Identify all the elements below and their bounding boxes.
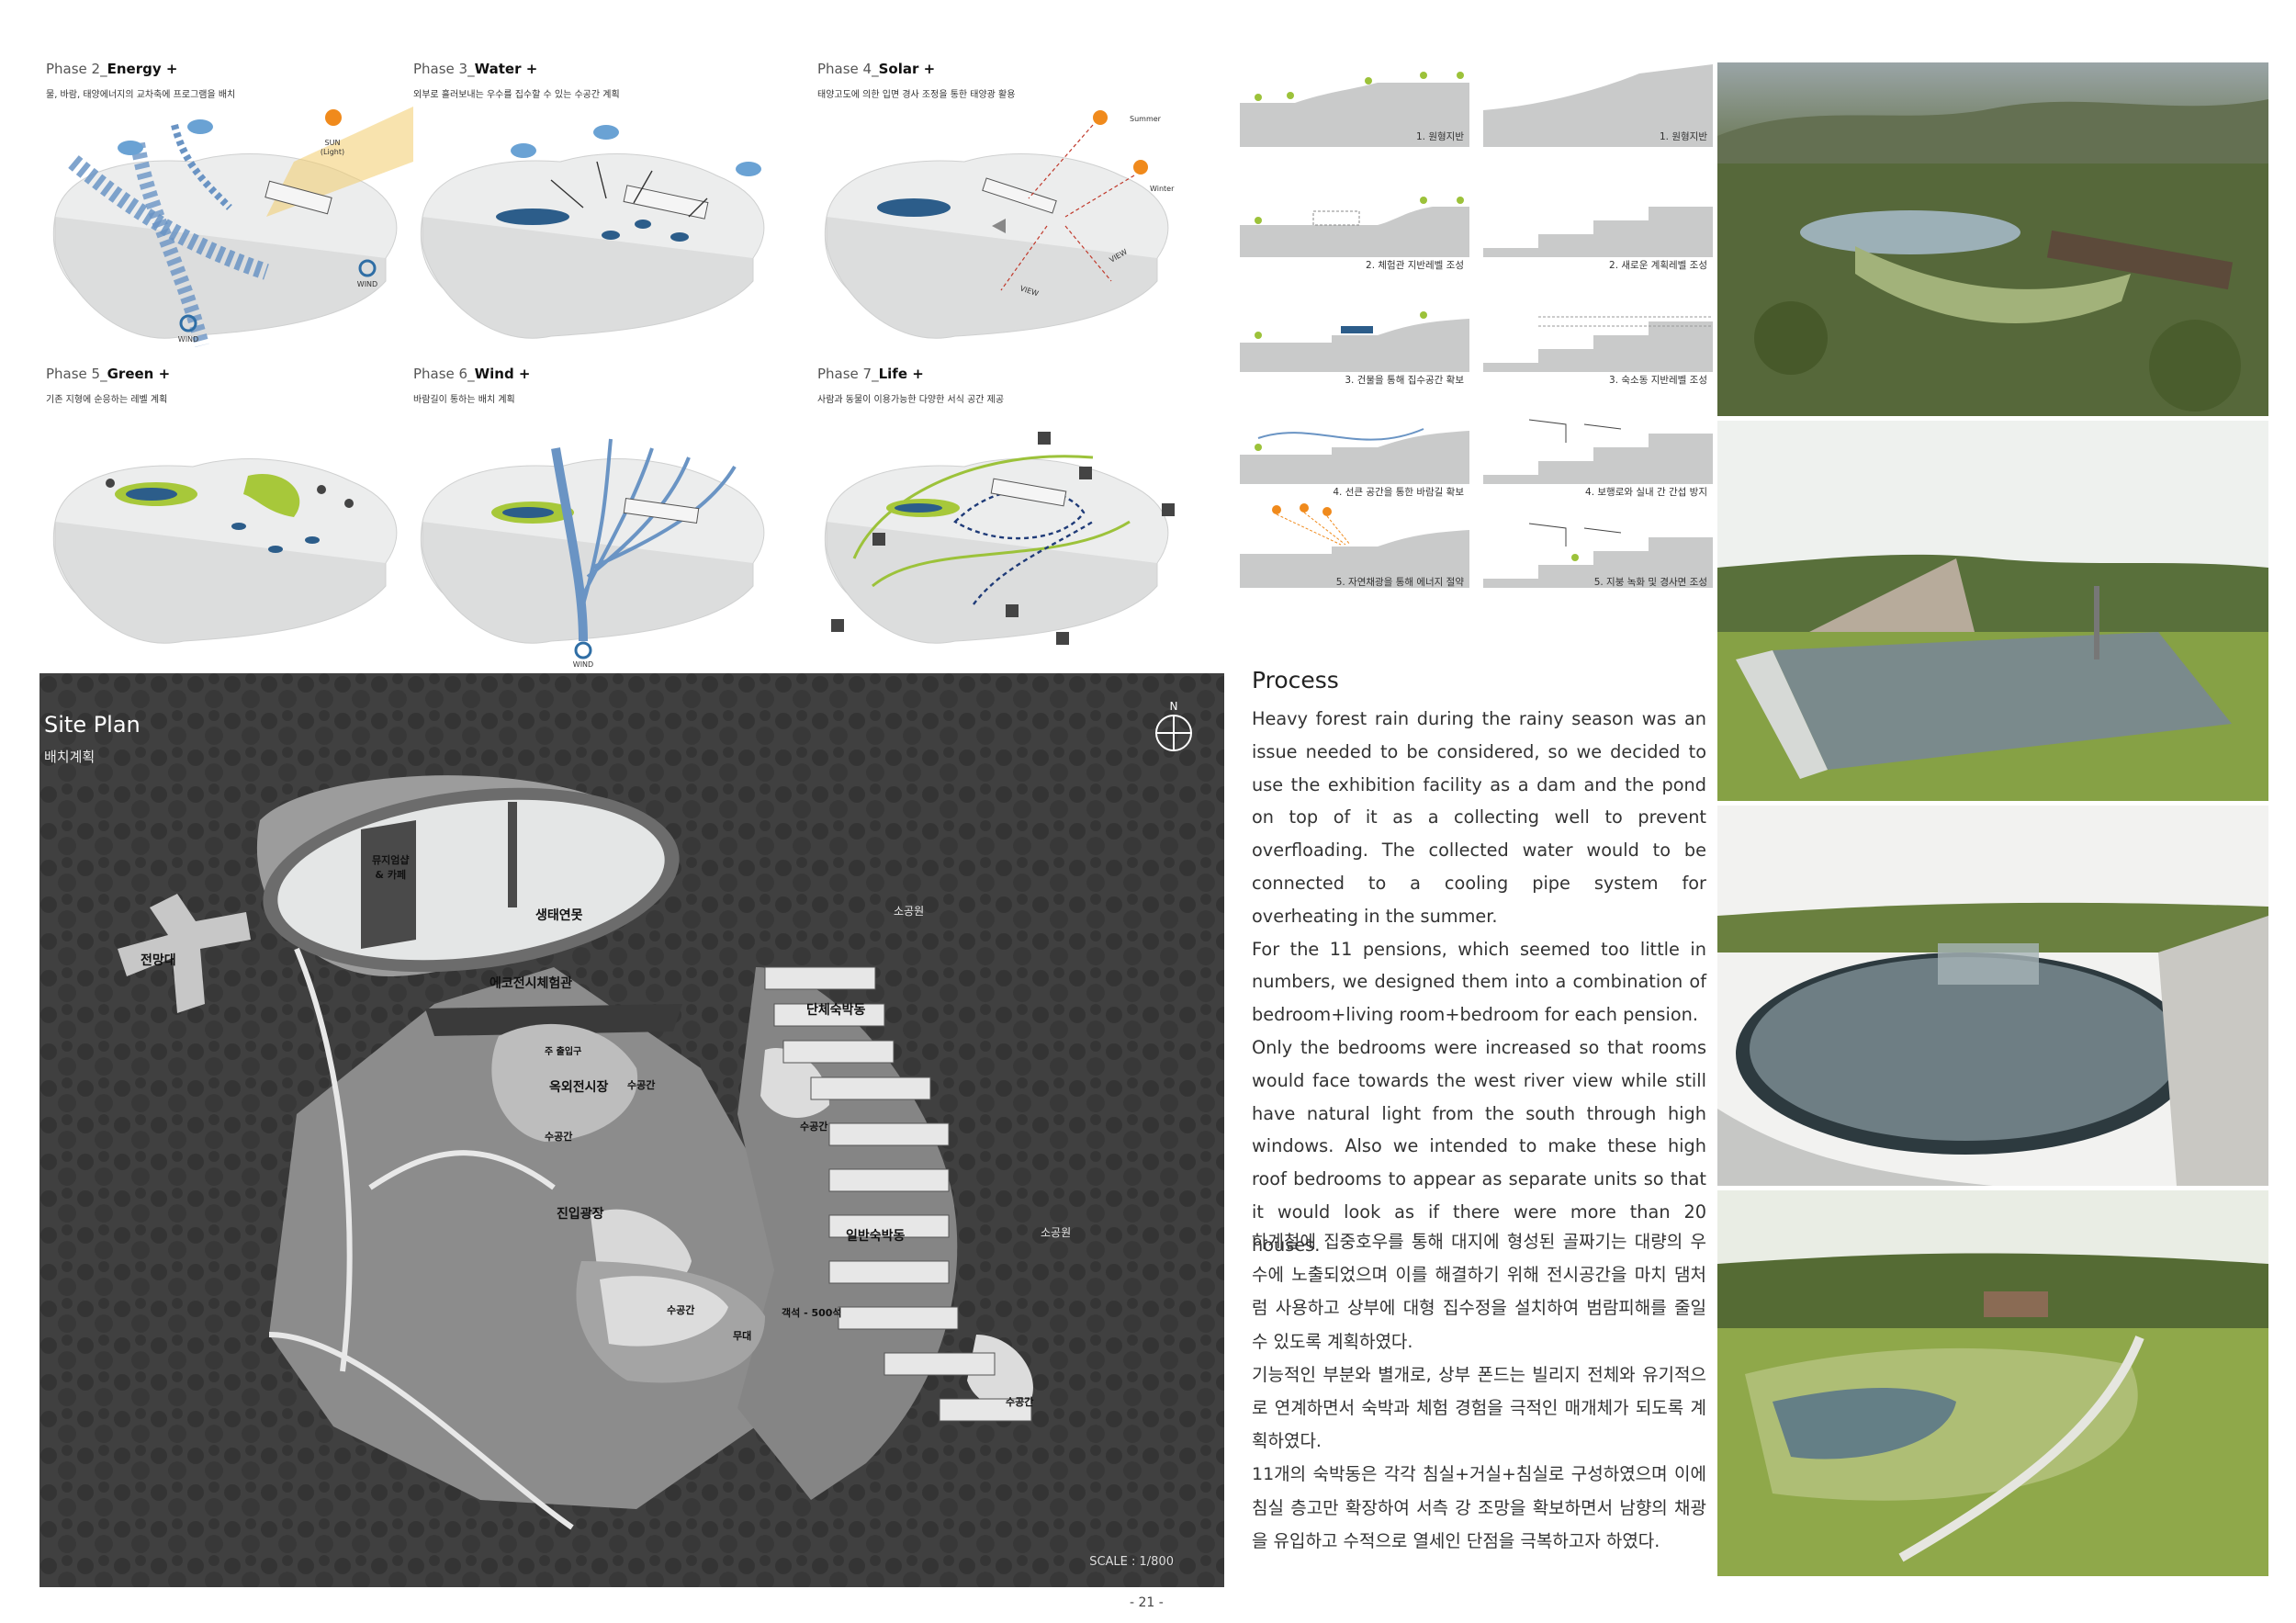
label-forest-2: 소공원 (1041, 1226, 1072, 1239)
site-plan-title: Site Plan (44, 712, 141, 738)
person-icon (1006, 604, 1019, 617)
wind-diagram: WIND (420, 438, 765, 669)
process-korean: 하계철에 집중호우를 통해 대지에 형성된 골짜기는 대량의 우수에 노출되었으… (1252, 1232, 1706, 1551)
label-seats: 객석 - 500석 (782, 1307, 842, 1319)
process-english: Heavy forest rain during the rainy seaso… (1252, 708, 1706, 1256)
section-right-4: 4. 보행로와 실내 간 간섭 방지 (1483, 411, 1713, 512)
sun-icon (1093, 110, 1108, 125)
energy-diagram: SUN (Light) WIND WIND (52, 107, 413, 347)
site-plan-subtitle: 배치계획 (44, 749, 96, 765)
label-forest-1: 소공원 (894, 905, 925, 918)
svg-text:WIND: WIND (357, 280, 377, 288)
svg-text:SUN: SUN (325, 139, 341, 147)
site-plan-drawing: N (39, 673, 1224, 1587)
render-lily-pond (1717, 806, 2268, 1186)
page-number: - 21 - (1130, 1595, 1164, 1610)
animal-icon (1038, 432, 1051, 445)
section-left-1: 1. 원형지반 (1240, 55, 1469, 156)
section-right-5: 5. 지붕 녹화 및 경사면 조성 (1483, 501, 1713, 602)
label-plaza: 진입광장 (557, 1207, 604, 1222)
cloud-icon (118, 141, 143, 155)
label-water-4: 수공간 (667, 1304, 695, 1316)
process-korean-section: 하계철에 집중호우를 통해 대지에 형성된 골짜기는 대량의 우수에 노출되었으… (1252, 1225, 1706, 1558)
svg-text:Summer: Summer (1130, 115, 1162, 123)
section-left-5: 5. 자연채광을 통해 에너지 절약 (1240, 501, 1469, 602)
site-plan: N Site Plan 배치계획 뮤지엄샵 & 카페 생태연못 전망대 에코전시… (39, 673, 1224, 1587)
label-entrance: 주 출입구 (545, 1047, 582, 1057)
animal-icon (1056, 632, 1069, 645)
phase-solar: Phase 4_Solar + 태양고도에 의한 입면 경사 조정을 통한 태양… (817, 61, 1194, 355)
label-eco-center: 에코전시체험관 (490, 976, 573, 991)
person-icon (872, 533, 885, 546)
label-water-1: 수공간 (627, 1079, 656, 1091)
label-water-2: 수공간 (545, 1131, 573, 1143)
label-water-3: 수공간 (800, 1121, 828, 1133)
process-title: Process (1252, 667, 1339, 693)
life-diagram (824, 432, 1175, 645)
label-pond: 생태연못 (535, 908, 583, 923)
section-right-1: 1. 원형지반 (1483, 55, 1713, 156)
scale-label: SCALE : 1/800 (1089, 1555, 1174, 1569)
person-icon (1079, 467, 1092, 479)
section-left-4: 4. 선큰 공간을 통한 바람길 확보 (1240, 411, 1469, 512)
render-aerial (1717, 62, 2268, 416)
cloud-icon (593, 125, 619, 140)
animal-icon (831, 619, 844, 632)
svg-text:Winter: Winter (1150, 185, 1175, 193)
label-cafe: 뮤지엄샵 & 카페 (372, 854, 410, 881)
phase-energy: Phase 2_Energy + 물, 바람, 태양에너지의 교차축에 프로그램… (46, 61, 422, 355)
phase-life: Phase 7_Life + 사람과 동물이 이용가능한 다양한 서식 공간 제… (817, 366, 1194, 659)
label-stage: 무대 (733, 1330, 752, 1342)
cloud-icon (736, 162, 761, 176)
sun-icon (1133, 160, 1148, 175)
north-arrow-label: N (1170, 700, 1178, 713)
label-group-lodge: 단체숙박동 (806, 1003, 866, 1018)
solar-diagram: Summer Winter VIEW VIEW (824, 110, 1175, 339)
svg-text:WIND: WIND (573, 660, 593, 669)
wind-icon (358, 259, 377, 277)
green-diagram (52, 458, 398, 644)
svg-text:(Light): (Light) (321, 148, 344, 156)
wind-icon (574, 641, 592, 659)
section-left-3: 3. 건물을 통해 집수공간 확보 (1240, 299, 1469, 400)
phase-green: Phase 5_Green + 기존 지형에 순응하는 레벨 계획 (46, 366, 422, 659)
label-general-lodge: 일반숙박동 (846, 1229, 906, 1244)
render-pond (1717, 421, 2268, 801)
wind-icon (179, 314, 197, 332)
phase-wind: Phase 6_Wind + 바람길이 통하는 배치 계획 WIND (413, 366, 790, 669)
sun-icon (325, 109, 342, 126)
label-outdoor-exhibit: 옥외전시장 (549, 1080, 609, 1095)
section-right-3: 3. 숙소동 지반레벨 조성 (1483, 299, 1713, 400)
water-diagram (420, 125, 765, 339)
phase-water: Phase 3_Water + 외부로 흘러보내는 우수를 집수할 수 있는 수… (413, 61, 790, 355)
section-left-2: 2. 체험관 지반레벨 조성 (1240, 184, 1469, 285)
label-water-5: 수공간 (1006, 1396, 1034, 1408)
render-amphitheater (1717, 1190, 2268, 1576)
process-section: Process Heavy forest rain during the rai… (1252, 667, 1706, 1262)
cloud-icon (187, 119, 213, 134)
section-right-2: 2. 새로운 계획레벨 조성 (1483, 184, 1713, 285)
label-observatory: 전망대 (141, 953, 176, 968)
svg-text:WIND: WIND (178, 335, 198, 344)
cloud-icon (511, 143, 536, 158)
animal-icon (1162, 503, 1175, 516)
